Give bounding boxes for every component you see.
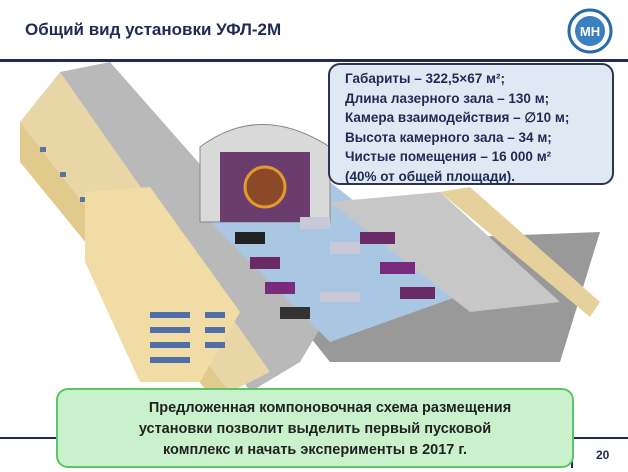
institute-logo: МН xyxy=(567,8,613,54)
spec-dimensions: Габариты – 322,5×67 м²; xyxy=(345,71,505,86)
spec-clean-rooms-share: (40% от общей площади). xyxy=(345,168,516,184)
spec-laser-hall-length: Длина лазерного зала – 130 м; xyxy=(345,90,550,106)
spec-chamber-hall-height: Высота камерного зала – 34 м; xyxy=(345,129,552,145)
spec-clean-rooms: Чистые помещения – 16 000 м² xyxy=(345,149,552,164)
slide-title: Общий вид установки УФЛ-2М xyxy=(25,20,282,39)
svg-text:МН: МН xyxy=(580,24,600,39)
specifications-box: Габариты – 322,5×67 м²; Длина лазерного … xyxy=(328,63,614,185)
conclusion-line: Предложенная компоновочная схема размеще… xyxy=(148,400,512,416)
spec-chamber-diameter: Камера взаимодействия – ∅10 м; xyxy=(345,110,570,125)
conclusion-line: комплекс и начать эксперименты в 2017 г. xyxy=(162,442,468,458)
facility-illustration xyxy=(20,62,600,392)
conclusion-box: Предложенная компоновочная схема размеще… xyxy=(56,388,574,468)
header-divider xyxy=(0,59,628,62)
page-number: 20 xyxy=(596,448,610,462)
conclusion-line: установки позволит выделить первый пуско… xyxy=(138,421,492,437)
